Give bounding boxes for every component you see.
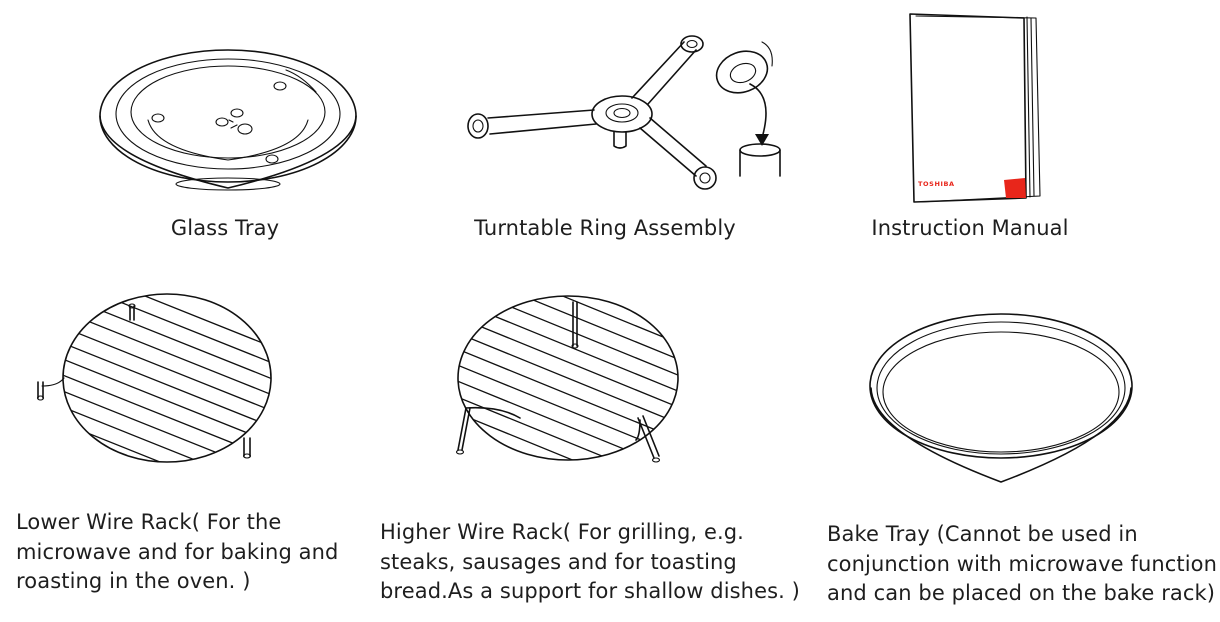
higher-wire-rack-caption: Higher Wire Rack( For grilling, e.g. ste… [380,518,800,607]
caption-line: Turntable Ring Assembly [474,216,736,240]
higher-wire-rack-icon [455,295,679,463]
lower-wire-rack-icon [36,293,272,463]
instruction-manual-caption: Instruction Manual [850,214,1090,244]
caption-line: bread.As a support for shallow dishes. ) [380,579,800,603]
caption-line: Instruction Manual [871,216,1069,240]
glass-tray-caption: Glass Tray [100,214,350,244]
bake-tray-icon [869,313,1133,483]
caption-line: Bake Tray (Cannot be used in [827,522,1138,546]
caption-line: Glass Tray [170,216,280,240]
brand-logo: TOSHIBA [918,180,955,188]
instruction-manual-icon: TOSHIBA [909,13,1041,203]
glass-tray-icon [99,49,357,191]
caption-line: conjunction with microwave function [827,551,1218,576]
caption-line: Lower Wire Rack( For the [16,510,282,534]
caption-line: steaks, sausages and for toasting [380,549,737,574]
turntable-ring-icon [467,35,781,190]
caption-line: microwave and for baking and [16,539,339,564]
lower-wire-rack-caption: Lower Wire Rack( For the microwave and f… [16,508,338,597]
red-corner-mark [1004,178,1026,198]
caption-line: roasting in the oven. ) [16,569,251,593]
turntable-ring-caption: Turntable Ring Assembly [460,214,750,244]
caption-line: Higher Wire Rack( For grilling, e.g. [380,520,744,544]
caption-line: and can be placed on the bake rack) [827,581,1216,605]
bake-tray-caption: Bake Tray (Cannot be used in conjunction… [827,520,1217,609]
